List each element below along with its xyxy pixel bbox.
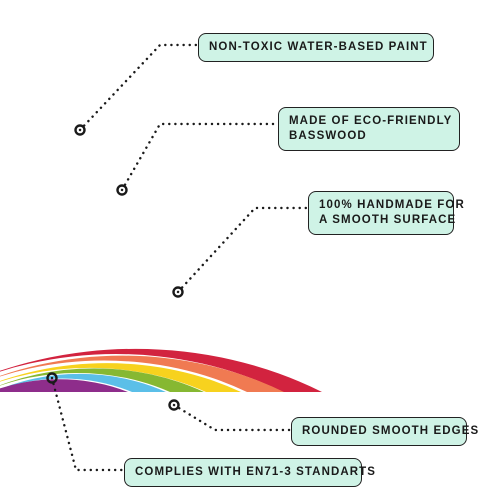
- callout-text: COMPLIES WITH EN71-3 STANDARTS: [135, 466, 377, 478]
- callout-rounded-edges: ROUNDED SMOOTH EDGES: [291, 417, 480, 446]
- marker-ring-handmade: [172, 286, 184, 298]
- callout-text: NON-TOXIC WATER-BASED PAINT: [209, 41, 428, 53]
- arch-orange: [0, 355, 284, 392]
- leader-line-standards: [50, 376, 126, 472]
- marker-ring-paint: [74, 124, 86, 136]
- callout-text: 100% HANDMADE FOR: [319, 199, 465, 211]
- callout-text: A SMOOTH SURFACE: [319, 214, 457, 226]
- callout-en71-standards: COMPLIES WITH EN71-3 STANDARTS: [124, 458, 377, 487]
- callout-text: BASSWOOD: [289, 130, 367, 142]
- leader-line-paint: [78, 43, 200, 132]
- arch-purple: [0, 379, 128, 392]
- leader-line-handmade: [176, 206, 310, 294]
- marker-ring-basswood: [116, 184, 128, 196]
- callout-handmade-surface: 100% HANDMADE FOR A SMOOTH SURFACE: [308, 191, 465, 235]
- callout-text: ROUNDED SMOOTH EDGES: [302, 425, 480, 437]
- callout-text: MADE OF ECO-FRIENDLY: [289, 115, 453, 127]
- callout-eco-friendly-basswood: MADE OF ECO-FRIENDLY BASSWOOD: [278, 107, 460, 151]
- callout-non-toxic-paint: NON-TOXIC WATER-BASED PAINT: [198, 33, 434, 62]
- marker-ring-edges: [168, 399, 180, 411]
- arch-red: [0, 348, 322, 392]
- arch-yellow: [0, 363, 241, 392]
- leader-line-edges: [172, 403, 293, 432]
- marker-ring-standards: [46, 372, 58, 384]
- arch-blue: [0, 373, 166, 392]
- leader-line-basswood: [120, 122, 280, 192]
